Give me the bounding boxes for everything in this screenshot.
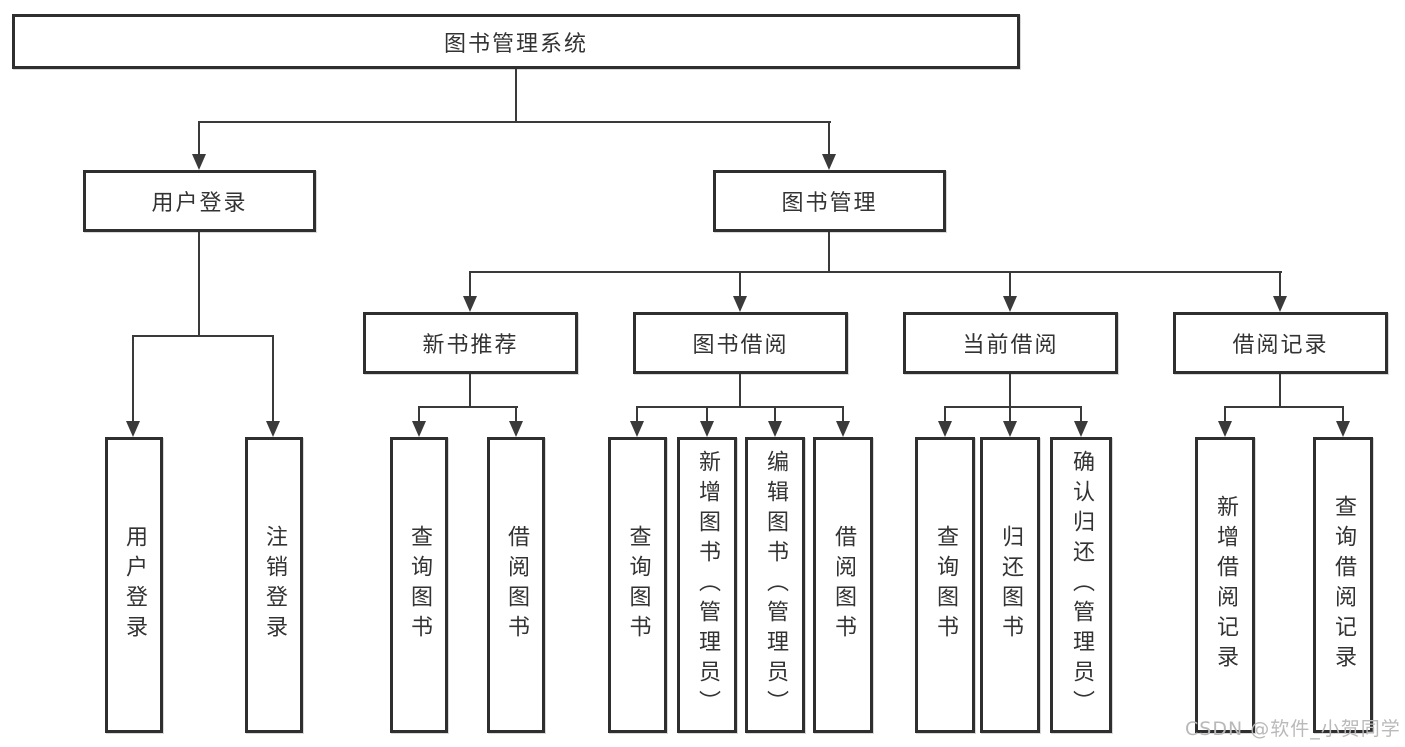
node-new-book-recommend: 新书推荐 [363, 312, 578, 374]
arrowhead-borrow-books-recommend [509, 421, 523, 437]
leaf-add-book-admin: 新增图书（管理员） [677, 437, 737, 733]
arrowhead-query-borrow-record [1336, 421, 1350, 437]
connector-drop-book-borrow [739, 271, 741, 298]
arrowhead-query-books-current [938, 421, 952, 437]
leaf-user-login-label: 用户登录 [122, 525, 147, 645]
leaf-logout: 注销登录 [245, 437, 303, 733]
leaf-edit-book-admin: 编辑图书（管理员） [745, 437, 805, 733]
leaf-edit-book-admin-label: 编辑图书（管理员） [763, 450, 788, 720]
connector-drop-query-borrow-record [1342, 406, 1344, 423]
leaf-return-book-label: 归还图书 [998, 525, 1023, 645]
connector-user-login-trunk [198, 232, 200, 337]
node-borrow-records: 借阅记录 [1173, 312, 1388, 374]
connector-new-book-recommend-trunk [469, 374, 471, 408]
leaf-add-borrow-record-label: 新增借阅记录 [1213, 495, 1238, 675]
arrowhead-book-borrow [733, 296, 747, 312]
connector-drop-add-book-admin [706, 406, 708, 423]
arrowhead-leaf-logout [266, 421, 280, 437]
arrowhead-book-management [822, 154, 836, 170]
connector-borrow-records-span [1224, 406, 1344, 408]
node-current-borrow: 当前借阅 [903, 312, 1118, 374]
leaf-confirm-return-admin-label: 确认归还（管理员） [1069, 450, 1094, 720]
connector-drop-new-book-recommend [469, 271, 471, 298]
connector-user-login-span [132, 335, 274, 337]
leaf-confirm-return-admin: 确认归还（管理员） [1050, 437, 1112, 733]
arrowhead-edit-book-admin [768, 421, 782, 437]
connector-drop-query-books-recommend [418, 406, 420, 423]
node-root: 图书管理系统 [12, 14, 1020, 69]
leaf-query-books-current-label: 查询图书 [933, 525, 958, 645]
leaf-add-borrow-record: 新增借阅记录 [1195, 437, 1255, 733]
leaf-borrow-books: 借阅图书 [813, 437, 873, 733]
leaf-query-borrow-record: 查询借阅记录 [1313, 437, 1373, 733]
connector-drop-return-book [1009, 406, 1011, 423]
connector-root-span [198, 121, 831, 123]
node-user-login: 用户登录 [83, 170, 316, 232]
connector-drop-confirm-return-admin [1080, 406, 1082, 423]
connector-current-borrow-span [944, 406, 1082, 408]
connector-drop-edit-book-admin [774, 406, 776, 423]
arrowhead-user-login [192, 154, 206, 170]
connector-book-management-span [469, 271, 1282, 273]
connector-current-borrow-trunk [1009, 374, 1011, 408]
connector-drop-borrow-books-recommend [515, 406, 517, 423]
arrowhead-confirm-return-admin [1074, 421, 1088, 437]
connector-drop-current-borrow [1009, 271, 1011, 298]
arrowhead-add-borrow-record [1218, 421, 1232, 437]
connector-drop-borrow-books [842, 406, 844, 423]
arrowhead-leaf-user-login [126, 421, 140, 437]
leaf-borrow-books-recommend: 借阅图书 [487, 437, 545, 733]
arrowhead-return-book [1003, 421, 1017, 437]
leaf-borrow-books-recommend-label: 借阅图书 [504, 525, 529, 645]
leaf-query-books-recommend: 查询图书 [390, 437, 448, 733]
arrowhead-borrow-records [1273, 296, 1287, 312]
leaf-query-books-recommend-label: 查询图书 [407, 525, 432, 645]
leaf-add-book-admin-label: 新增图书（管理员） [695, 450, 720, 720]
arrowhead-query-books-borrow [630, 421, 644, 437]
leaf-logout-label: 注销登录 [262, 525, 287, 645]
arrowhead-add-book-admin [700, 421, 714, 437]
leaf-query-borrow-record-label: 查询借阅记录 [1331, 495, 1356, 675]
connector-root-trunk [515, 69, 517, 122]
arrowhead-query-books-recommend [412, 421, 426, 437]
leaf-user-login: 用户登录 [105, 437, 163, 733]
connector-borrow-records-trunk [1279, 374, 1281, 408]
connector-book-borrow-span [636, 406, 844, 408]
leaf-query-books-borrow-label: 查询图书 [625, 525, 651, 645]
leaf-query-books-borrow: 查询图书 [608, 437, 667, 733]
leaf-return-book: 归还图书 [980, 437, 1040, 733]
connector-drop-leaf-logout [272, 335, 274, 423]
csdn-watermark: CSDN @软件_小贺同学 [1185, 718, 1401, 740]
arrowhead-borrow-books [836, 421, 850, 437]
arrowhead-current-borrow [1003, 296, 1017, 312]
arrowhead-new-book-recommend [463, 296, 477, 312]
connector-drop-borrow-records [1279, 271, 1281, 298]
connector-drop-book-management [828, 121, 830, 156]
connector-book-management-trunk [828, 232, 830, 273]
node-book-management: 图书管理 [713, 170, 946, 232]
node-book-borrow: 图书借阅 [633, 312, 848, 374]
connector-book-borrow-trunk [739, 374, 741, 408]
connector-drop-add-borrow-record [1224, 406, 1226, 423]
connector-drop-leaf-user-login [132, 335, 134, 423]
leaf-query-books-current: 查询图书 [915, 437, 975, 733]
connector-new-book-recommend-span [418, 406, 518, 408]
connector-drop-query-books-current [944, 406, 946, 423]
connector-drop-user-login [198, 121, 200, 156]
connector-drop-query-books-borrow [636, 406, 638, 423]
leaf-borrow-books-label: 借阅图书 [831, 525, 856, 645]
